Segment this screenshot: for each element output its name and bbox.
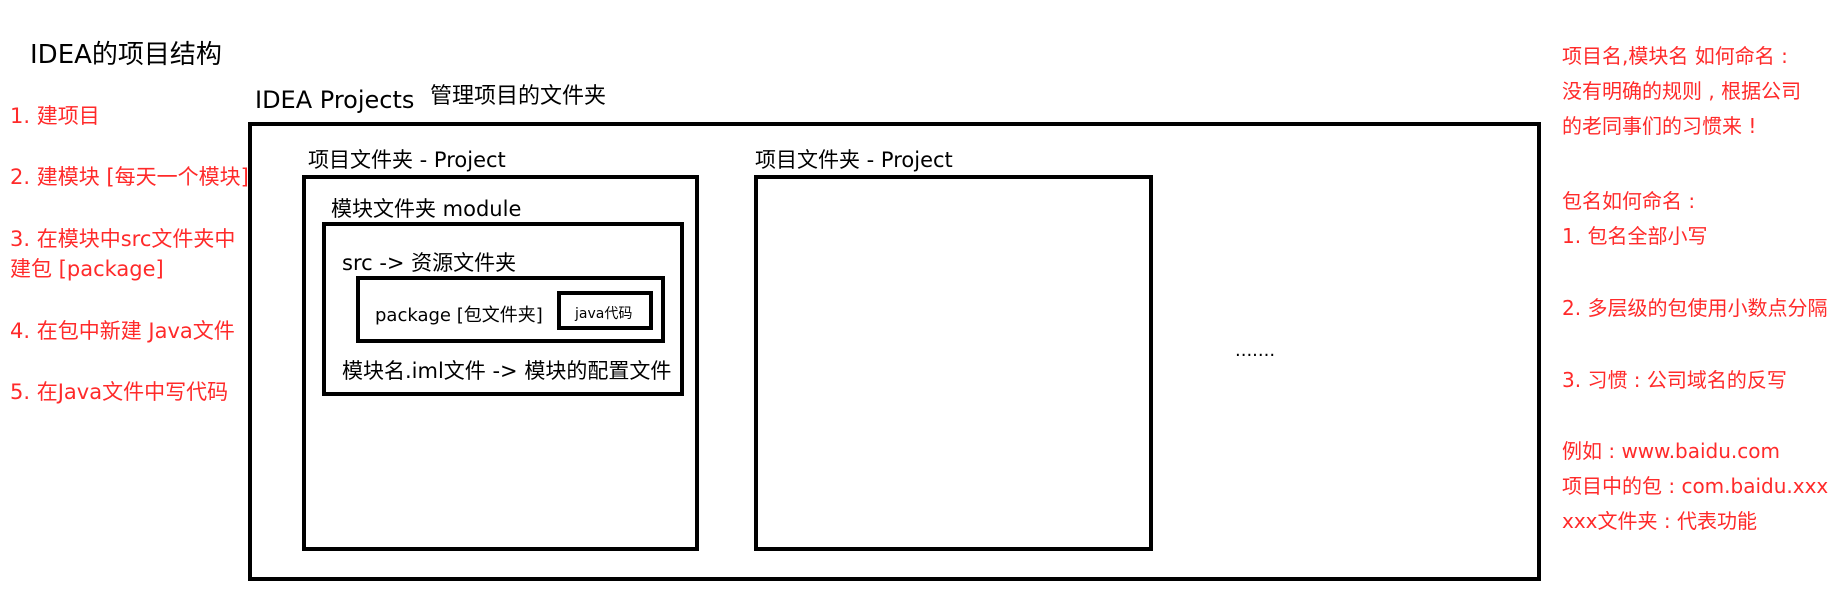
java-code-label: java代码 <box>575 306 633 322</box>
package-box <box>356 276 665 343</box>
note-example-folder: xxx文件夹 : 代表功能 <box>1562 509 1757 533</box>
project2-label: 项目文件夹 - Project <box>755 148 953 172</box>
workspace-caption: 管理项目的文件夹 <box>430 84 607 109</box>
step-3: 3. 在模块中src文件夹中 <box>10 227 236 251</box>
note-naming-answer-2: 的老同事们的习惯来 ! <box>1562 114 1757 138</box>
note-example-package: 项目中的包 : com.baidu.xxx <box>1562 474 1829 498</box>
step-5: 5. 在Java文件中写代码 <box>10 380 229 404</box>
project2-box <box>754 175 1153 551</box>
page-title: IDEA的项目结构 <box>30 40 222 70</box>
step-3-continued: 建包 [package] <box>10 257 164 281</box>
package-label: package [包文件夹] <box>375 305 543 326</box>
workspace-box <box>248 122 1541 581</box>
project1-label: 项目文件夹 - Project <box>308 148 506 172</box>
note-package-rule-2: 2. 多层级的包使用小数点分隔 <box>1562 296 1828 320</box>
module-box <box>322 222 684 396</box>
note-example: 例如 : www.baidu.com <box>1562 439 1780 463</box>
step-2: 2. 建模块 [每天一个模块] <box>10 165 249 189</box>
note-package-rule-3: 3. 习惯 : 公司域名的反写 <box>1562 368 1787 392</box>
project1-box <box>302 175 699 551</box>
note-naming-answer-1: 没有明确的规则 , 根据公司 <box>1562 79 1802 103</box>
module-label: 模块文件夹 module <box>331 197 522 221</box>
step-4: 4. 在包中新建 Java文件 <box>10 319 235 343</box>
src-label: src -> 资源文件夹 <box>342 251 517 275</box>
iml-file-label: 模块名.iml文件 -> 模块的配置文件 <box>342 359 672 383</box>
workspace-label: IDEA Projects <box>255 86 415 114</box>
java-code-box <box>557 291 653 330</box>
more-projects-ellipsis: ....... <box>1235 340 1276 361</box>
note-naming-question: 项目名,模块名 如何命名 : <box>1562 44 1788 68</box>
step-1: 1. 建项目 <box>10 104 100 128</box>
note-package-rule-1: 1. 包名全部小写 <box>1562 224 1708 248</box>
note-package-question: 包名如何命名 : <box>1562 189 1696 213</box>
